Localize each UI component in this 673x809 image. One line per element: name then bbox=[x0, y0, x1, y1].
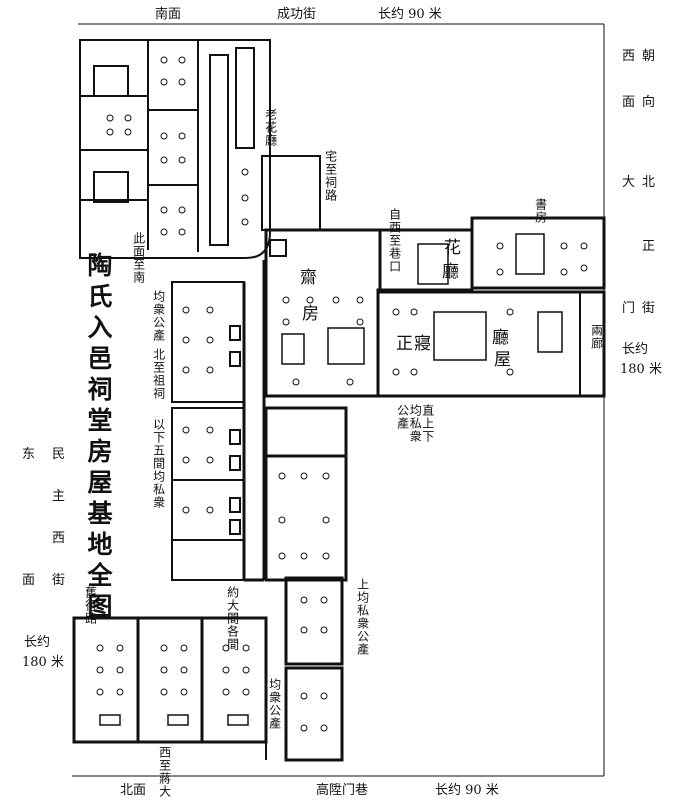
corridor bbox=[242, 260, 266, 582]
room-zheng: 正 bbox=[396, 334, 413, 354]
south-block-columns bbox=[106, 56, 249, 236]
note-8: 上均私衆公產 bbox=[355, 578, 370, 656]
note-6: 北至祖祠 bbox=[151, 348, 166, 400]
main-hall-block bbox=[376, 290, 606, 398]
right-char-2: 朝 bbox=[642, 49, 656, 64]
note-3: 書房 bbox=[533, 198, 548, 224]
east-middle-block bbox=[264, 406, 348, 762]
right-length-2: 180 米 bbox=[620, 362, 662, 377]
note-14: 兩廊 bbox=[589, 324, 604, 350]
note-15: 舊行路 bbox=[83, 586, 98, 625]
left-char-6: 街 bbox=[52, 573, 66, 588]
note-5: 均衆公產 bbox=[151, 290, 166, 342]
room-wu: 屋 bbox=[494, 350, 511, 370]
top-direction: 南面 bbox=[155, 7, 182, 22]
right-length-1: 长约 bbox=[622, 342, 649, 357]
left-char-2: 民 bbox=[52, 447, 66, 462]
left-char-1: 东 bbox=[22, 447, 36, 462]
note-11: 西至蔣大 bbox=[157, 746, 172, 798]
column-dots bbox=[96, 242, 588, 732]
left-char-3: 主 bbox=[52, 489, 66, 504]
right-char-9: 街 bbox=[642, 301, 656, 316]
room-qin: 寢 bbox=[414, 334, 431, 354]
right-char-7: 正 bbox=[642, 239, 656, 254]
northeast-block bbox=[470, 216, 606, 290]
left-char-5: 面 bbox=[22, 573, 36, 588]
note-2: 宅至祠路 bbox=[323, 150, 338, 202]
note-12: 老花廳 bbox=[263, 108, 278, 147]
room-ting2: 廳 bbox=[492, 328, 509, 348]
note-13: 此面至南 bbox=[131, 232, 146, 284]
top-length: 长约 90 米 bbox=[378, 7, 442, 22]
right-char-8: 门 bbox=[622, 301, 636, 316]
bottom-direction: 北面 bbox=[120, 783, 147, 798]
bottom-length: 长约 90 米 bbox=[435, 783, 499, 798]
right-char-5: 大 bbox=[622, 175, 636, 190]
note-7: 以下五間均私衆 bbox=[151, 418, 166, 509]
right-char-1: 西 bbox=[622, 49, 636, 64]
top-street: 成功街 bbox=[277, 7, 317, 22]
note-1: 直上下均私衆公產 bbox=[395, 404, 435, 443]
left-length-1: 长约 bbox=[24, 635, 51, 650]
left-char-4: 西 bbox=[52, 531, 66, 546]
note-10: 約大間各間 bbox=[225, 586, 240, 651]
west-block bbox=[171, 281, 245, 581]
room-zhai: 齋 bbox=[300, 268, 317, 288]
south-block bbox=[79, 39, 271, 259]
north-block bbox=[72, 616, 268, 760]
plan-title: 陶氏入邑祠堂房屋基地全图 bbox=[84, 252, 113, 624]
right-char-3: 面 bbox=[622, 95, 636, 110]
left-length-2: 180 米 bbox=[22, 655, 64, 670]
study-block bbox=[264, 228, 474, 398]
note-4: 自西至巷口 bbox=[387, 208, 402, 273]
room-fang: 房 bbox=[302, 304, 319, 324]
room-ting: 廳 bbox=[442, 262, 459, 282]
room-hua: 花 bbox=[444, 238, 461, 258]
right-char-4: 向 bbox=[642, 95, 656, 110]
right-char-6: 北 bbox=[642, 175, 656, 190]
bottom-lane: 高陞门巷 bbox=[316, 783, 369, 798]
note-9: 均衆公產 bbox=[267, 678, 282, 730]
